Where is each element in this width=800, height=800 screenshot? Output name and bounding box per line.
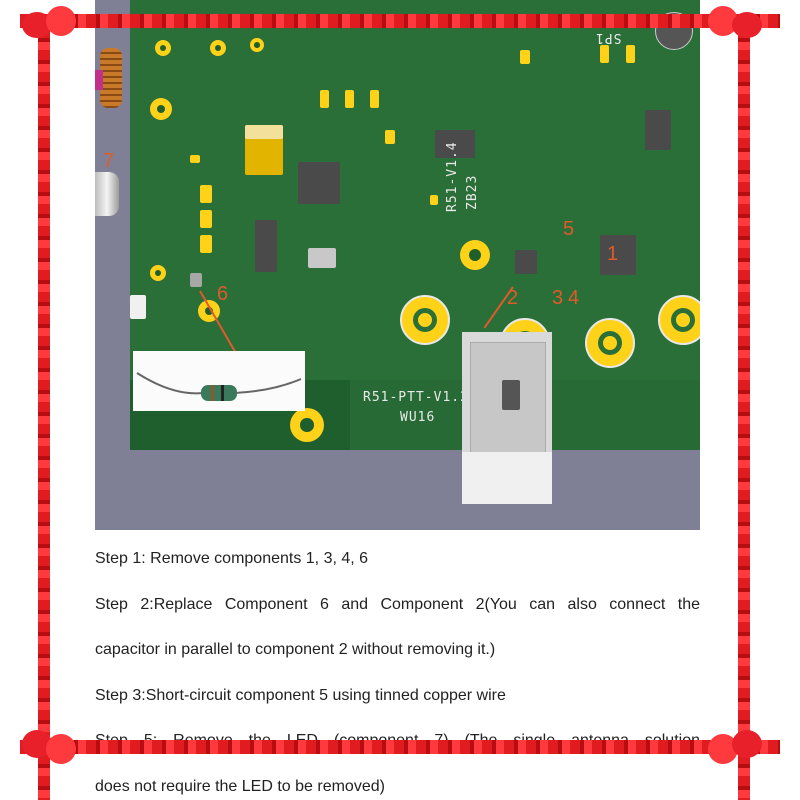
decorative-frame-right [738, 28, 750, 800]
component-label-2: 2 [507, 287, 519, 309]
decorative-corner-bottom-left [22, 726, 78, 770]
silk-wu16: WU16 [400, 410, 436, 425]
component-label-7: 7 [103, 150, 115, 172]
step-2-text-line-1: Step 2:Replace Component 6 and Component… [95, 596, 700, 613]
pcb-render-image: SP1 R51-V1.4 ZB23 R51-PTT-V1.2 WU16 1 2 … [95, 0, 700, 530]
decorative-corner-top-right [708, 2, 764, 46]
step-1-text: Step 1: Remove components 1, 3, 4, 6 [95, 550, 369, 567]
coil-lead [95, 70, 103, 90]
component-label-3: 3 [552, 287, 564, 309]
step-5-text-line-2: does not require the LED to be removed) [95, 778, 385, 795]
component-label-6: 6 [217, 283, 229, 305]
silk-zb23: ZB23 [465, 174, 480, 210]
decorative-corner-top-left [22, 2, 78, 46]
step-2-text-line-2: capacitor in parallel to component 2 wit… [95, 641, 496, 658]
component-label-5: 5 [563, 218, 575, 240]
decorative-frame-left [38, 28, 50, 800]
led-component [95, 172, 119, 216]
step-3-text: Step 3:Short-circuit component 5 using t… [95, 687, 506, 704]
silk-sp1: SP1 [595, 30, 622, 45]
silk-r51-ptt: R51-PTT-V1.2 [363, 390, 469, 405]
resistor-photo [133, 351, 305, 411]
component-label-1: 1 [607, 243, 619, 265]
silk-r51-v14: R51-V1.4 [445, 141, 460, 212]
coil-component [100, 48, 122, 108]
smd-component-photo [462, 332, 552, 504]
decorative-frame-top [20, 14, 780, 28]
decorative-corner-bottom-right [708, 726, 764, 770]
decorative-frame-bottom [20, 740, 780, 754]
component-label-4: 4 [568, 287, 580, 309]
